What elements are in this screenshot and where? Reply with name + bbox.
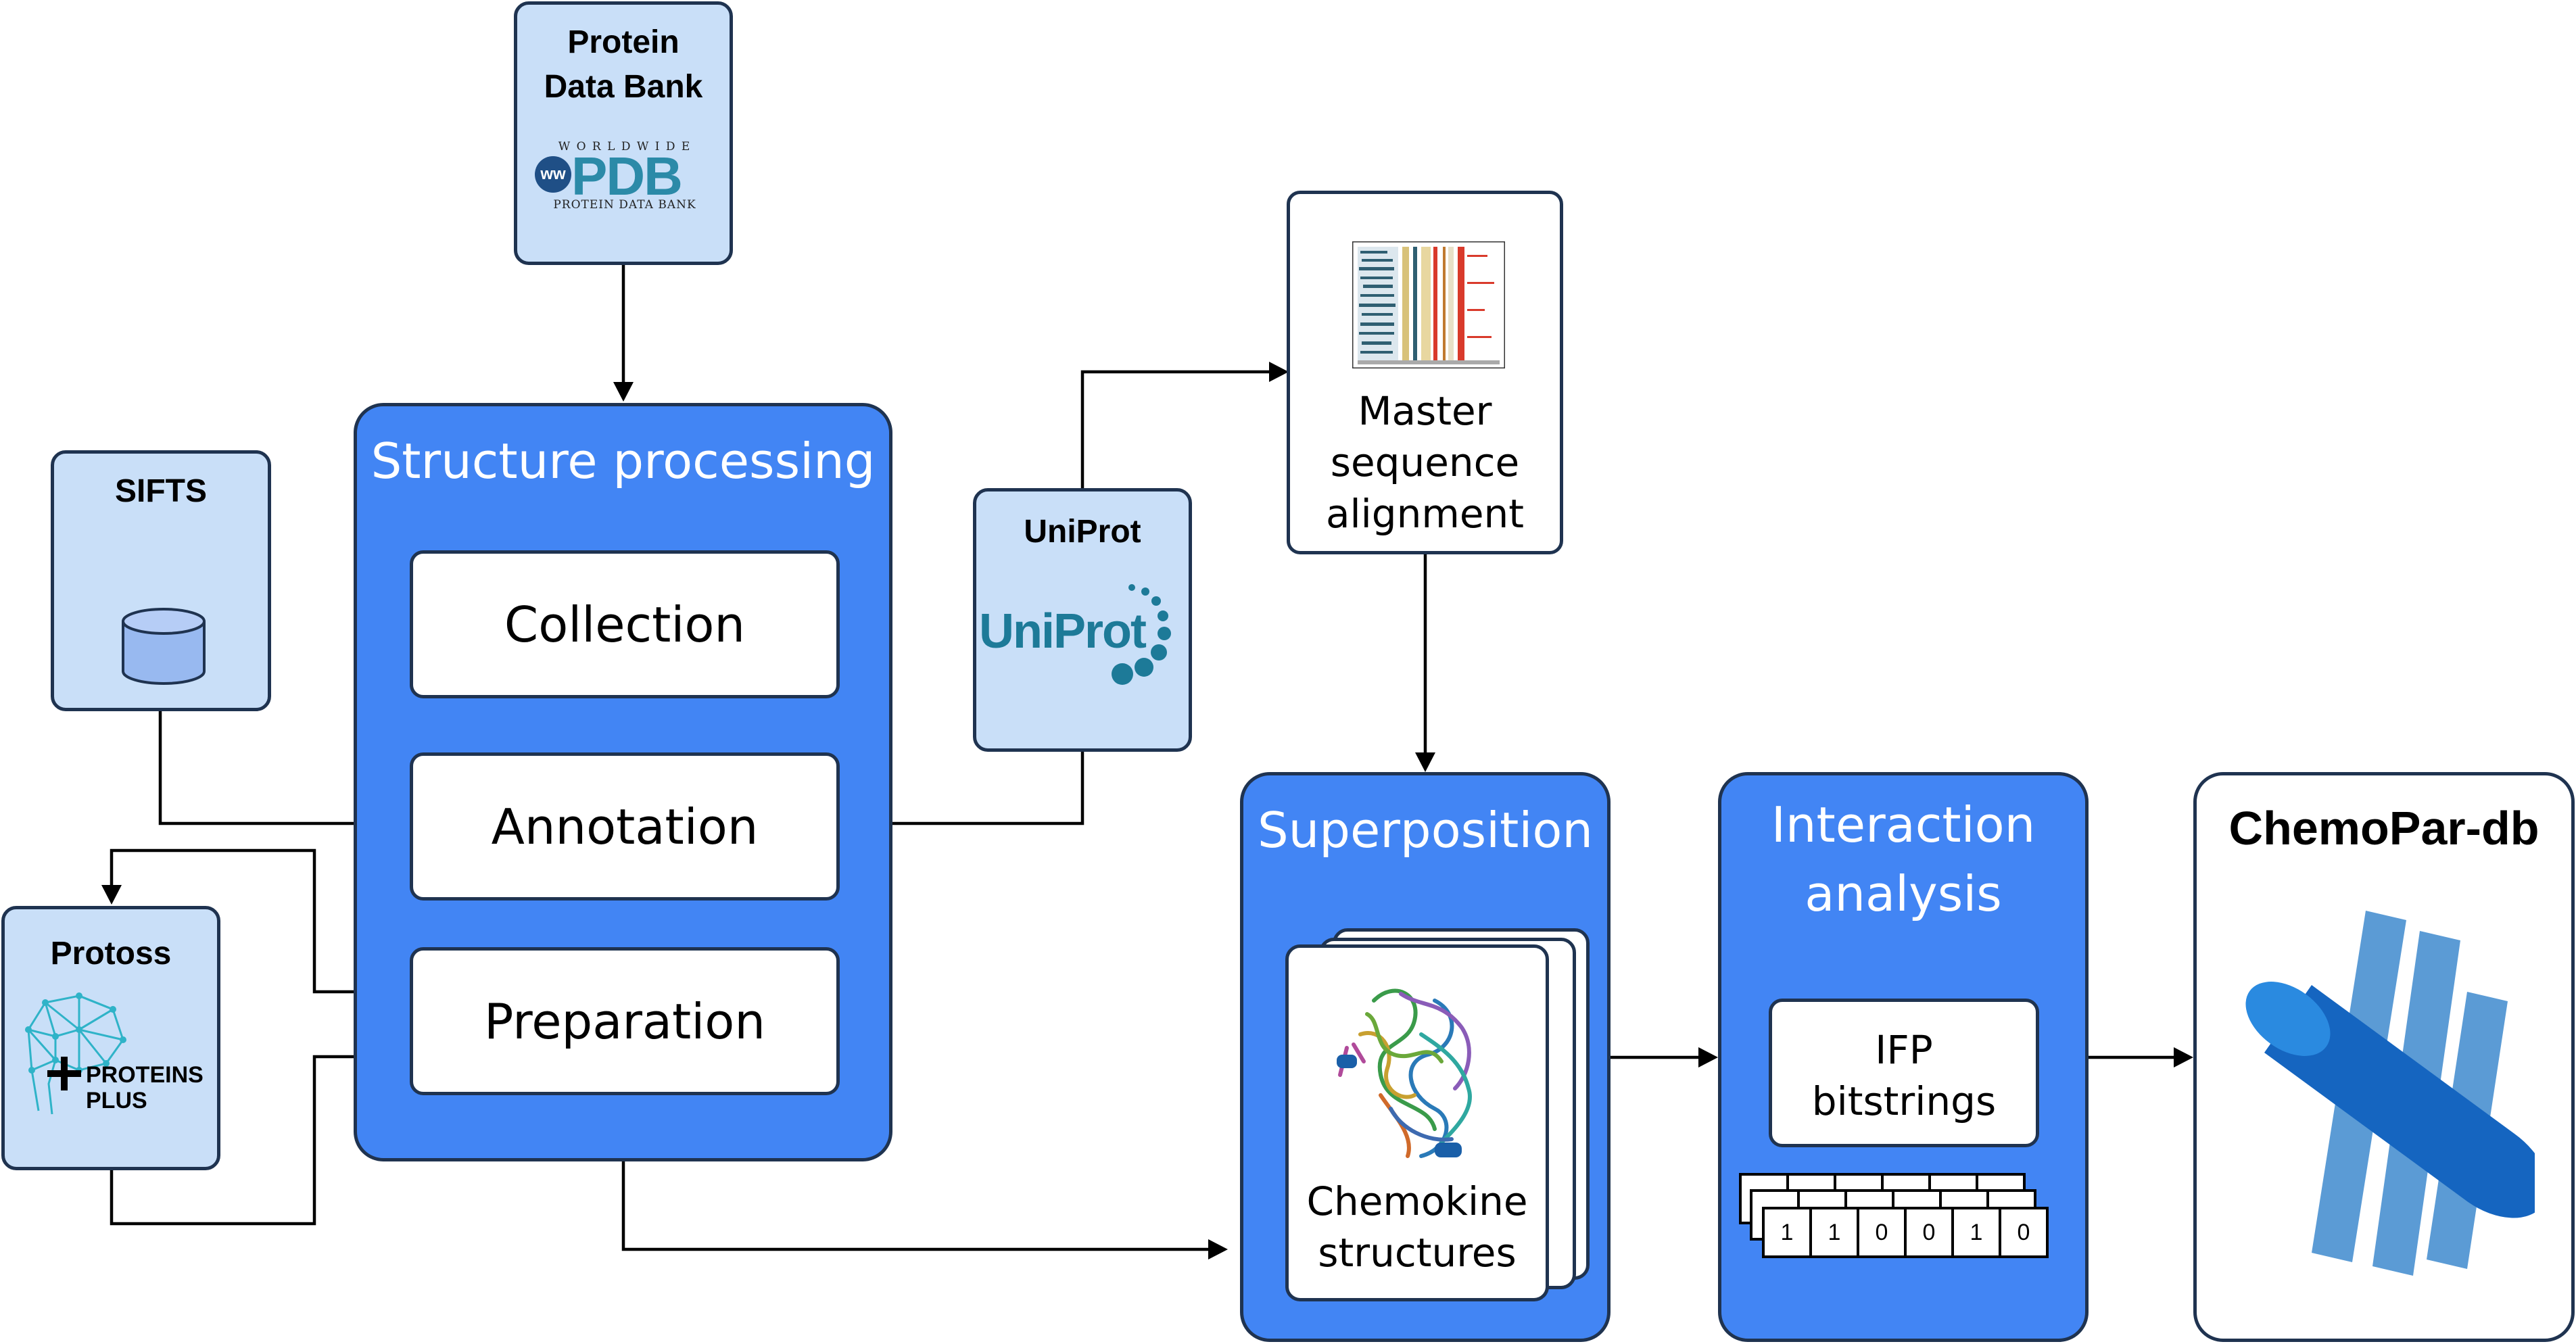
chemopar-db-logo-icon [2245, 911, 2535, 1276]
proteins-plus-text-line2: PLUS [86, 1088, 147, 1113]
msa-box: Master sequence alignment [1287, 191, 1563, 554]
uniprot-logo-text: UniProt [979, 604, 1147, 658]
superposition-panel: Superposition Chemokine structures [1240, 772, 1611, 1342]
ifp-label-line1: IFP [1875, 1027, 1933, 1073]
bit-2: 1 [1809, 1207, 1859, 1258]
ifp-label-line2: bitstrings [1811, 1078, 1997, 1124]
arrow-processing-to-superposition [621, 1161, 1217, 1251]
proteins-plus-text-line1: PROTEINS [86, 1062, 204, 1088]
interaction-title-line2: analysis [1805, 865, 2002, 922]
chemopar-db-title: ChemoPar-db [2228, 802, 2539, 855]
interaction-title-line1: Interaction [1771, 796, 2036, 853]
sifts-source-box: SIFTS [51, 450, 271, 711]
chemopar-db-box: ChemoPar-db [2193, 772, 2575, 1342]
bit-6: 0 [1999, 1207, 2049, 1258]
preparation-step: Preparation [410, 947, 840, 1095]
pdb-logo-main: PDB [571, 146, 683, 206]
pdb-logo: W O R L D W I D E ww PDB PROTEIN DATA BA… [529, 140, 720, 214]
structure-card-front: Chemokine structures [1285, 944, 1549, 1301]
pdb-logo-bottom-text: PROTEIN DATA BANK [553, 198, 696, 212]
uniprot-dots-icon [1112, 584, 1171, 685]
pdb-logo-top-text: W O R L D W I D E [558, 140, 692, 153]
msa-label-line3: alignment [1325, 491, 1525, 537]
bit-1: 1 [1762, 1207, 1812, 1258]
bit-5: 1 [1951, 1207, 2001, 1258]
arrow-uniprot-to-annotation [849, 752, 1084, 825]
pdb-globe-icon: ww [535, 156, 571, 193]
uniprot-source-box: UniProt UniProt [973, 488, 1192, 752]
alignment-thumbnail [1352, 241, 1505, 368]
chemokine-label-line2: structures [1318, 1230, 1517, 1276]
proteins-plus-logo-icon [25, 992, 126, 1115]
arrow-preparation-to-protoss [110, 848, 408, 994]
protein-structure-icon [1337, 988, 1472, 1158]
uniprot-title: UniProt [1024, 514, 1141, 550]
pdb-title-line1: Protein [567, 24, 679, 60]
sifts-title: SIFTS [114, 473, 207, 509]
bitstring-row-front: 1 1 0 0 1 0 [1762, 1207, 2049, 1258]
chemokine-label-line1: Chemokine [1306, 1178, 1528, 1224]
pdb-title-line2: Data Bank [544, 69, 703, 105]
msa-label-line2: sequence [1330, 439, 1520, 485]
structure-processing-title: Structure processing [371, 433, 876, 489]
structure-processing-panel: Structure processing Collection Annotati… [354, 403, 892, 1161]
bit-4: 0 [1904, 1207, 1954, 1258]
interaction-analysis-panel: Interaction analysis IFP bitstrings 1 1 … [1718, 772, 2089, 1342]
ifp-box: IFP bitstrings [1769, 999, 2039, 1147]
database-icon [122, 608, 206, 685]
arrow-sifts-to-annotation [158, 711, 398, 825]
annotation-step: Annotation [410, 752, 840, 901]
protoss-source-box: Protoss PROTEINS PLUS [1, 906, 220, 1170]
superposition-title: Superposition [1257, 802, 1594, 859]
msa-label-line1: Master [1358, 388, 1492, 434]
pdb-logo-ww: ww [540, 165, 566, 183]
protoss-title: Protoss [50, 936, 172, 971]
pdb-source-box: Protein Data Bank W O R L D W I D E ww P… [514, 1, 733, 265]
arrow-protoss-to-preparation [110, 1055, 398, 1226]
collection-step: Collection [410, 550, 840, 698]
arrow-uniprot-to-msa [1080, 370, 1278, 488]
bit-3: 0 [1857, 1207, 1907, 1258]
